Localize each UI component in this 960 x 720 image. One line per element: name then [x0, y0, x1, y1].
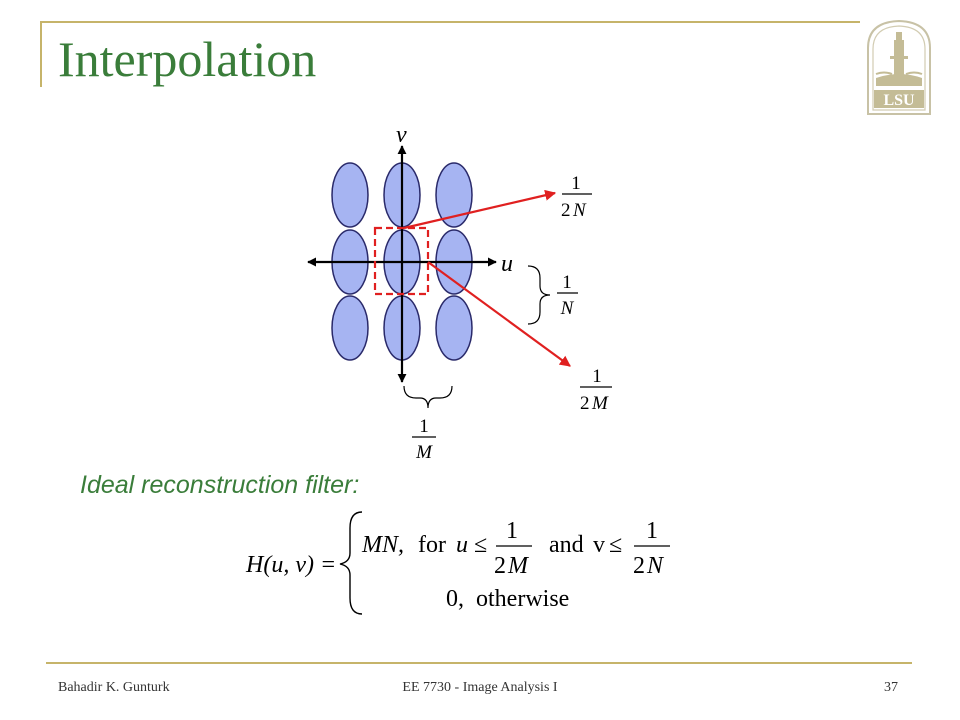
v-axis-label: v	[396, 122, 407, 148]
replica-ellipse	[435, 162, 473, 228]
formula-frac1-den-var: M	[507, 553, 530, 579]
formula-case1-for: for	[418, 532, 446, 558]
formula-frac1-num: 1	[506, 518, 518, 544]
fraction-numerator: 1	[592, 366, 602, 387]
footer-author: Bahadir K. Gunturk	[58, 680, 170, 695]
formula-leq-1: ≤	[474, 532, 487, 558]
formula-case2: 0, otherwise	[446, 586, 569, 612]
fraction-denominator-var: M	[415, 442, 433, 463]
fraction-denominator-coef: 2	[580, 393, 590, 414]
formula-lhs: H(u, v) =	[245, 552, 336, 578]
fraction-denominator-var: N	[560, 298, 575, 319]
top-accent-rule	[40, 21, 860, 23]
lsu-logo: LSU	[867, 19, 931, 115]
footer-page-number: 37	[884, 680, 898, 695]
formula-frac1-den-coef: 2	[494, 553, 506, 579]
logo-text: LSU	[883, 92, 915, 109]
formula-case1-u: u	[456, 532, 468, 558]
fraction-1-over-N: 1 N	[557, 272, 578, 319]
left-accent-rule	[40, 21, 42, 87]
fraction-denominator-coef: 2	[561, 200, 571, 221]
fraction-1-over-2N: 1 2 N	[561, 173, 592, 221]
replica-ellipse	[435, 295, 473, 361]
fraction-denominator-var: N	[572, 200, 587, 221]
footer-rule	[46, 662, 912, 664]
passband-box	[373, 226, 430, 296]
fraction-numerator: 1	[419, 416, 429, 437]
brace-right	[527, 265, 551, 325]
red-arrow-top	[403, 189, 557, 230]
formula-frac2-den-coef: 2	[633, 553, 645, 579]
formula-case1-value: MN,	[361, 532, 404, 558]
formula-frac2-den-var: N	[646, 553, 665, 579]
slide-title: Interpolation	[58, 31, 317, 87]
fraction-denominator-var: M	[591, 393, 609, 414]
formula-lhs-text: H(u, v) =	[245, 552, 336, 578]
reconstruction-filter-formula: H(u, v) = MN, for u ≤ 1 2 M and v ≤ 1 2 …	[245, 511, 670, 615]
formula-frac2-num: 1	[646, 518, 658, 544]
formula-case1-and: and	[549, 532, 584, 558]
fraction-1-over-2M: 1 2 M	[580, 366, 612, 414]
formula-leq-2: ≤	[609, 532, 622, 558]
fraction-1-over-M: 1 M	[412, 416, 436, 463]
footer-course: EE 7730 - Image Analysis I	[402, 680, 558, 695]
fraction-numerator: 1	[562, 272, 572, 293]
formula-case1-v: v	[593, 532, 605, 558]
piecewise-brace	[339, 511, 363, 615]
fraction-numerator: 1	[571, 173, 581, 194]
red-arrow-bottom	[427, 261, 571, 367]
replica-ellipse	[331, 162, 369, 228]
u-axis-label: u	[501, 251, 513, 277]
replica-ellipse	[331, 295, 369, 361]
filter-description: Ideal reconstruction filter:	[80, 471, 360, 499]
brace-bottom	[403, 385, 453, 409]
